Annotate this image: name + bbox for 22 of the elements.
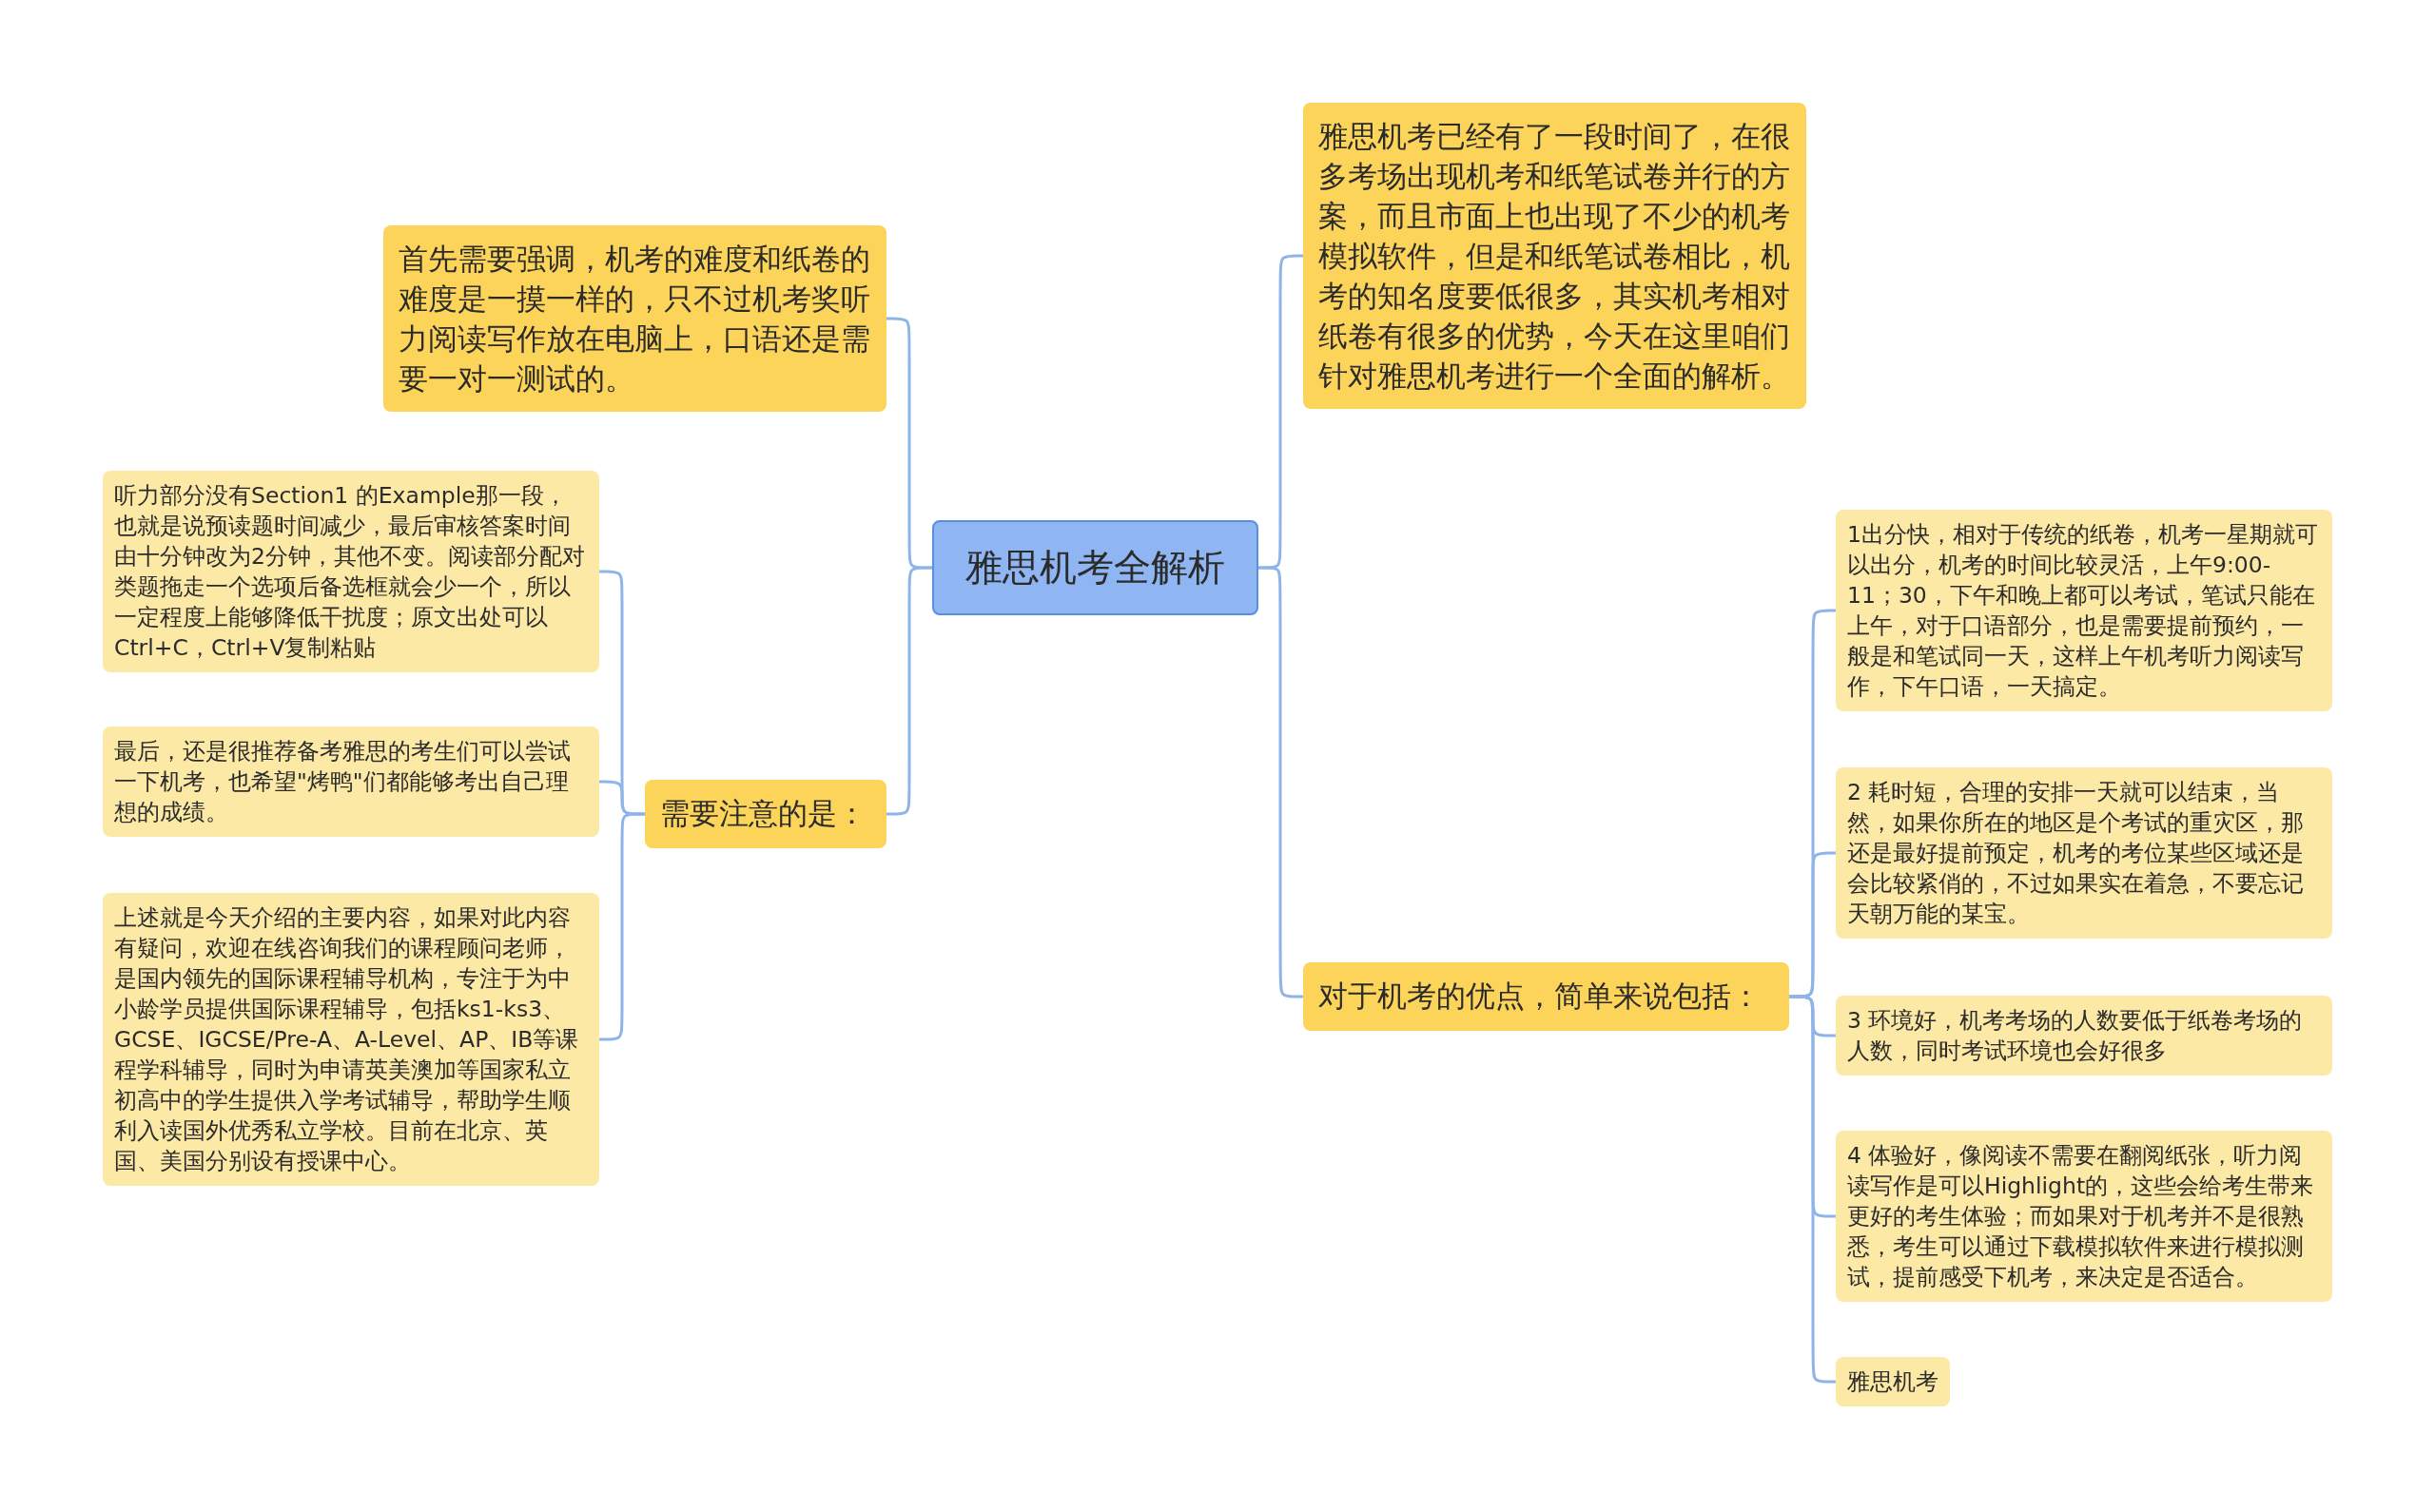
node-text: 最后，还是很推荐备考雅思的考生们可以尝试一下机考，也希望"烤鸭"们都能够考出自己理想的成绩。 [114,737,572,827]
topic-box [383,225,886,412]
note-card [1836,1131,2332,1302]
root-topic-box: 雅思机考全解析 [932,520,1258,615]
node-text: 1出分快，相对于传统的纸卷，机考一星期就可以出分，机考的时间比较灵活，上午9:00-11；30，下午和晚上都可以考试，笔试只能在上午，对于口语部分，也是需要提前预约，一般是和笔试同一天，这样上午机考听力阅读写作，下午口语，一天搞定。 [1847,520,2319,702]
node-text: 首先需要强调，机考的难度和纸卷的难度是一摸一样的，只不过机考奖听力阅读写作放在电脑上，口语还是需要一对一测试的。 [399,241,871,397]
connector-line [1257,566,1304,998]
note-card [103,727,599,837]
connector-line [886,566,933,816]
connector-line [598,812,646,1041]
node-text: 4 体验好，像阅读不需要在翻阅纸张，听力阅读写作是可以Highlight的，这些会给考生带来更好的考生体验；而如果对于机考并不是很熟悉，考生可以通过下载模拟软件来进行模拟测试，提前感受下机考，来决定是否适合。 [1847,1141,2315,1292]
node-text: 3 环境好，机考考场的人数要低于纸卷考场的人数，同时考试环境也会好很多 [1847,1006,2304,1066]
topic-box: 需要注意的是： [645,780,886,848]
note-card [1836,767,2332,939]
node-text: 听力部分没有Section1 的Example那一段，也就是说预读题时间减少，最后审核答案时间由十分钟改为2分钟，其他不变。阅读部分配对类题拖走一个选项后备选框就会少一个，所以一定程度上能够降低干扰度；原文出处可以Ctrl+C，Ctrl+V复制粘贴 [114,481,586,663]
note-card [1836,996,2332,1076]
topic-box [1303,103,1806,409]
topic-box: 对于机考的优点，简单来说包括： [1303,962,1789,1031]
note-card: 雅思机考 [1836,1357,1950,1406]
node-text: 2 耗时短，合理的安排一天就可以结束，当然，如果你所在的地区是个考试的重灾区，那还是最好提前预定，机考的考位某些区域还是会比较紧俏的，不过如果实在着急，不要忘记天朝万能的某宝。 [1847,778,2305,929]
node-text: 上述就是今天介绍的主要内容，如果对此内容有疑问，欢迎在线咨询我们的课程顾问老师，是国内领先的国际课程辅导机构，专注于为中小龄学员提供国际课程辅导，包括ks1-ks3、GCSE、IGCSE/Pre-A、A-Level、AP、IB等课程学科辅导，同时为申请英美澳加等国家私立初高中的学生提供入学考试辅导，帮助学生顺利入读国外优秀私立学校。目前在北京、英国、美国分别设有授课中心。 [114,903,580,1176]
node-text: 雅思机考已经有了一段时间了，在很多考场出现机考和纸笔试卷并行的方案，而且市面上也出现了不少的机考模拟软件，但是和纸笔试卷相比，机考的知名度要低很多，其实机考相对纸卷有很多的优势，今天在这里咱们针对雅思机考进行一个全面的解析。 [1318,118,1791,395]
